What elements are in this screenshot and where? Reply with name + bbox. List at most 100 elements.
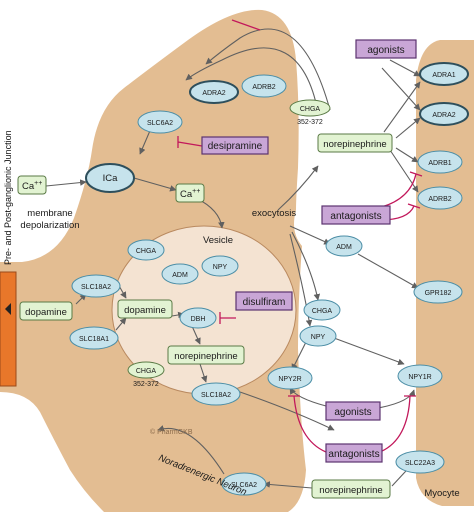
- inhibit-top-feedback: [231, 19, 261, 31]
- arrow-exocytosis-chga: [291, 231, 321, 301]
- disulfiram-label: disulfiram: [243, 297, 286, 308]
- chga-top-sub: 352-372: [297, 119, 323, 126]
- slc6a2-bottom-node: [221, 472, 267, 496]
- chga-top-label: CHGA: [300, 106, 321, 113]
- dopamine-left-box: [19, 301, 73, 321]
- slc6a2-bottom-label: SLC6A2: [231, 482, 257, 489]
- adm-ves-node: [161, 263, 199, 285]
- adra2-pre-label: ADRA2: [202, 90, 225, 97]
- svg-text:Ca++: Ca++: [180, 188, 200, 200]
- arrow-exocytosis-adm: [289, 225, 331, 245]
- arrow-feedback-1: [185, 47, 319, 113]
- norepinephrine-top-box: [317, 133, 393, 153]
- watermark: © PharmGKB: [150, 428, 193, 436]
- adrb2-pre-label: ADRB2: [252, 84, 275, 91]
- arrow-slc6a2-up: [157, 425, 225, 475]
- arrow-ne-slc18a2: [199, 363, 208, 383]
- slc18a2-left-label: SLC18A2: [81, 284, 111, 291]
- arrow-layer: [45, 28, 421, 489]
- chga-ves-label: CHGA: [136, 248, 157, 255]
- norepinephrine-top-label: norepinephrine: [323, 139, 386, 150]
- arrow-agonist-npy1r: [377, 389, 416, 409]
- arrow-npy-npy2r: [291, 341, 307, 371]
- inhibit-antagonist-adrb1: [377, 171, 423, 209]
- arrow-ne-adrb2: [389, 149, 419, 193]
- arrow-ca-ica: [45, 179, 87, 187]
- npy1r-node: [397, 364, 443, 388]
- slc6a2-top-label: SLC6A2: [147, 120, 173, 127]
- inhibit-antagonist-npy1r: [379, 395, 416, 453]
- adrb1-node: [417, 150, 463, 174]
- arrow-exocytosis-npy: [289, 233, 313, 327]
- npy-ves-label: NPY: [213, 264, 228, 271]
- norepinephrine-bottom-box: [311, 479, 391, 499]
- agonists-bottom-box: [325, 401, 381, 421]
- desipramine-box: [201, 136, 269, 155]
- slc18a1-node: [69, 326, 119, 350]
- desipramine-label: desipramine: [208, 141, 263, 152]
- ca-in-label: Ca: [180, 189, 193, 200]
- dbh-label: DBH: [191, 316, 206, 323]
- vesicle-label: Vesicle: [203, 235, 233, 246]
- ca-in-box: [175, 183, 205, 203]
- arrow-slc18a2-release: [239, 391, 335, 431]
- arrow-ica-ca: [133, 177, 177, 192]
- chga-ves2-node: [127, 361, 165, 379]
- arrow-dbh-ne: [191, 325, 201, 345]
- arrow-slc18a1-dopamine: [115, 317, 127, 331]
- arrow-ne-adra1: [383, 81, 421, 133]
- slc18a2-bottom-node: [191, 382, 241, 406]
- norepinephrine-ves-label: norepinephrine: [174, 351, 237, 362]
- norepinephrine-ves-box: [167, 345, 245, 365]
- chga-ves2-sub: 352-372: [133, 381, 159, 388]
- inhibit-antagonist-npy2r: [288, 395, 327, 453]
- adm-out-node: [325, 235, 363, 257]
- adra1-label: ADRA1: [432, 72, 455, 79]
- exocytosis-label: exocytosis: [252, 208, 297, 219]
- slc18a2-left-node: [71, 274, 121, 298]
- adrb2-pre-node: [241, 74, 287, 98]
- norepinephrine-bottom-label: norepinephrine: [319, 485, 382, 496]
- arrow-feedback-2: [205, 28, 331, 111]
- svg-text:Ca++: Ca++: [22, 180, 42, 192]
- agonists-bottom-label: agonists: [334, 407, 371, 418]
- npy2r-label: NPY2R: [278, 376, 301, 383]
- npy1r-label: NPY1R: [408, 374, 431, 381]
- arrow-ne-adrb1: [395, 147, 419, 163]
- gpr182-label: GPR182: [425, 290, 452, 297]
- antagonists-top-label: antagonists: [330, 211, 381, 222]
- arrow-exocytosis-top: [277, 165, 319, 211]
- npy-out-label: NPY: [311, 334, 326, 341]
- adra2-pre-node: [189, 80, 239, 104]
- side-label-bar: [0, 271, 17, 387]
- adrb2-post-node: [417, 186, 463, 210]
- side-label: Pre- and Post-ganglionic Junction: [3, 130, 13, 265]
- adra1-node: [419, 62, 469, 86]
- ica-node: [85, 163, 135, 193]
- npy-ves-node: [201, 255, 239, 277]
- arrow-npy-npy1r: [333, 337, 405, 366]
- slc18a1-label: SLC18A1: [79, 336, 109, 343]
- adra2-post-node: [419, 102, 469, 126]
- inhibit-desipramine: [177, 136, 203, 148]
- npy2r-node: [267, 366, 313, 390]
- chga-ves-node: [127, 239, 165, 261]
- adrb1-label: ADRB1: [428, 160, 451, 167]
- adra2-post-label: ADRA2: [432, 112, 455, 119]
- agonists-top-label: agonists: [367, 45, 404, 56]
- arrow-agonist-adra1: [389, 59, 421, 77]
- inhibit-layer: [177, 19, 423, 453]
- chga-top-node: [289, 99, 331, 117]
- arrow-agonist-npy2r: [289, 387, 327, 407]
- dopamine-ves-label: dopamine: [124, 305, 166, 316]
- slc22a3-node: [395, 450, 445, 474]
- gpr182-node: [413, 280, 463, 304]
- arrow-agonist-adra2: [381, 67, 421, 111]
- dbh-node: [179, 307, 217, 329]
- membrane-label-line1: membrane: [27, 208, 72, 219]
- arrow-ne-adra2: [395, 117, 421, 139]
- ca-out-sup: ++: [34, 180, 42, 187]
- side-arrow-icon: [5, 303, 11, 315]
